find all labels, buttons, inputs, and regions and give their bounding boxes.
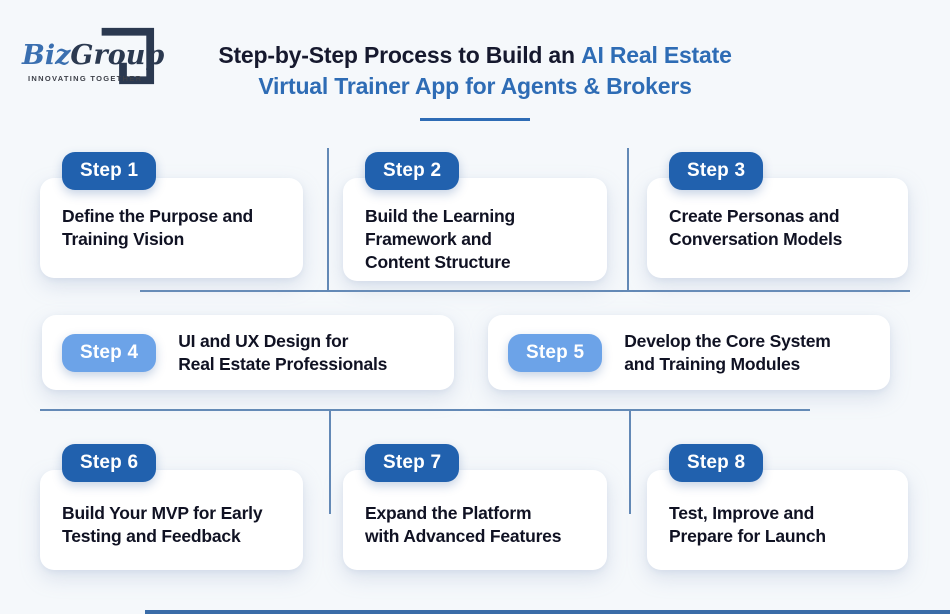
step-badge-6: Step 6 [62,444,157,482]
brand-tagline: INNOVATING TOGETHER [28,74,143,83]
step-card-4: Step 4 UI and UX Design for Real Estate … [42,315,454,390]
step-badge-4: Step 4 [62,333,157,372]
step-card-3: Step 3 Create Personas and Conversation … [647,152,908,278]
step-description-4: UI and UX Design for Real Estate Profess… [178,330,388,374]
title-line1-accent: AI Real Estate [581,42,732,68]
page-title: Step-by-Step Process to Build an AI Real… [175,40,775,102]
bizgroup-logo-mark-icon [101,27,155,85]
step-description-1: Define the Purpose and Training Vision [62,206,254,249]
step-description-2: Build the Learning Framework and Content… [365,206,516,272]
step-card-5: Step 5 Develop the Core System and Train… [488,315,890,390]
step-badge-2: Step 2 [365,152,460,190]
step-badge-7: Step 7 [365,444,460,482]
step-description-8: Test, Improve and Prepare for Launch [669,503,826,546]
footer-accent-bar [145,610,950,614]
bizgroup-logo: BizGroup INNOVATING TOGETHER [20,24,170,94]
connector-vline-row1-b [627,148,629,291]
step-description-3: Create Personas and Conversation Models [669,206,843,249]
connector-hline-1 [140,290,910,292]
brand-name-biz: Biz [22,40,71,71]
connector-hline-2 [40,409,810,411]
step-badge-5: Step 5 [508,333,603,372]
step-description-6: Build Your MVP for Early Testing and Fee… [62,503,263,546]
title-underline [420,118,530,121]
step-card-6: Step 6 Build Your MVP for Early Testing … [40,444,303,570]
step-badge-1: Step 1 [62,152,157,190]
step-badge-3: Step 3 [669,152,764,190]
step-card-7: Step 7 Expand the Platform with Advanced… [343,444,607,570]
step-card-2: Step 2 Build the Learning Framework and … [343,152,607,281]
step-card-1: Step 1 Define the Purpose and Training V… [40,152,303,278]
connector-vline-row1-a [327,148,329,291]
title-line1-dark: Step-by-Step Process to Build an [218,42,575,68]
step-card-8: Step 8 Test, Improve and Prepare for Lau… [647,444,908,570]
step-description-7: Expand the Platform with Advanced Featur… [365,503,562,546]
brand-name-group: Group [70,40,165,71]
brand-name: BizGroup [22,40,164,71]
connector-vline-row3-a [329,409,331,514]
step-description-5: Develop the Core System and Training Mod… [624,330,831,374]
title-line2-accent: Virtual Trainer App for Agents & Brokers [258,73,692,99]
connector-vline-row3-b [629,409,631,514]
step-badge-8: Step 8 [669,444,764,482]
